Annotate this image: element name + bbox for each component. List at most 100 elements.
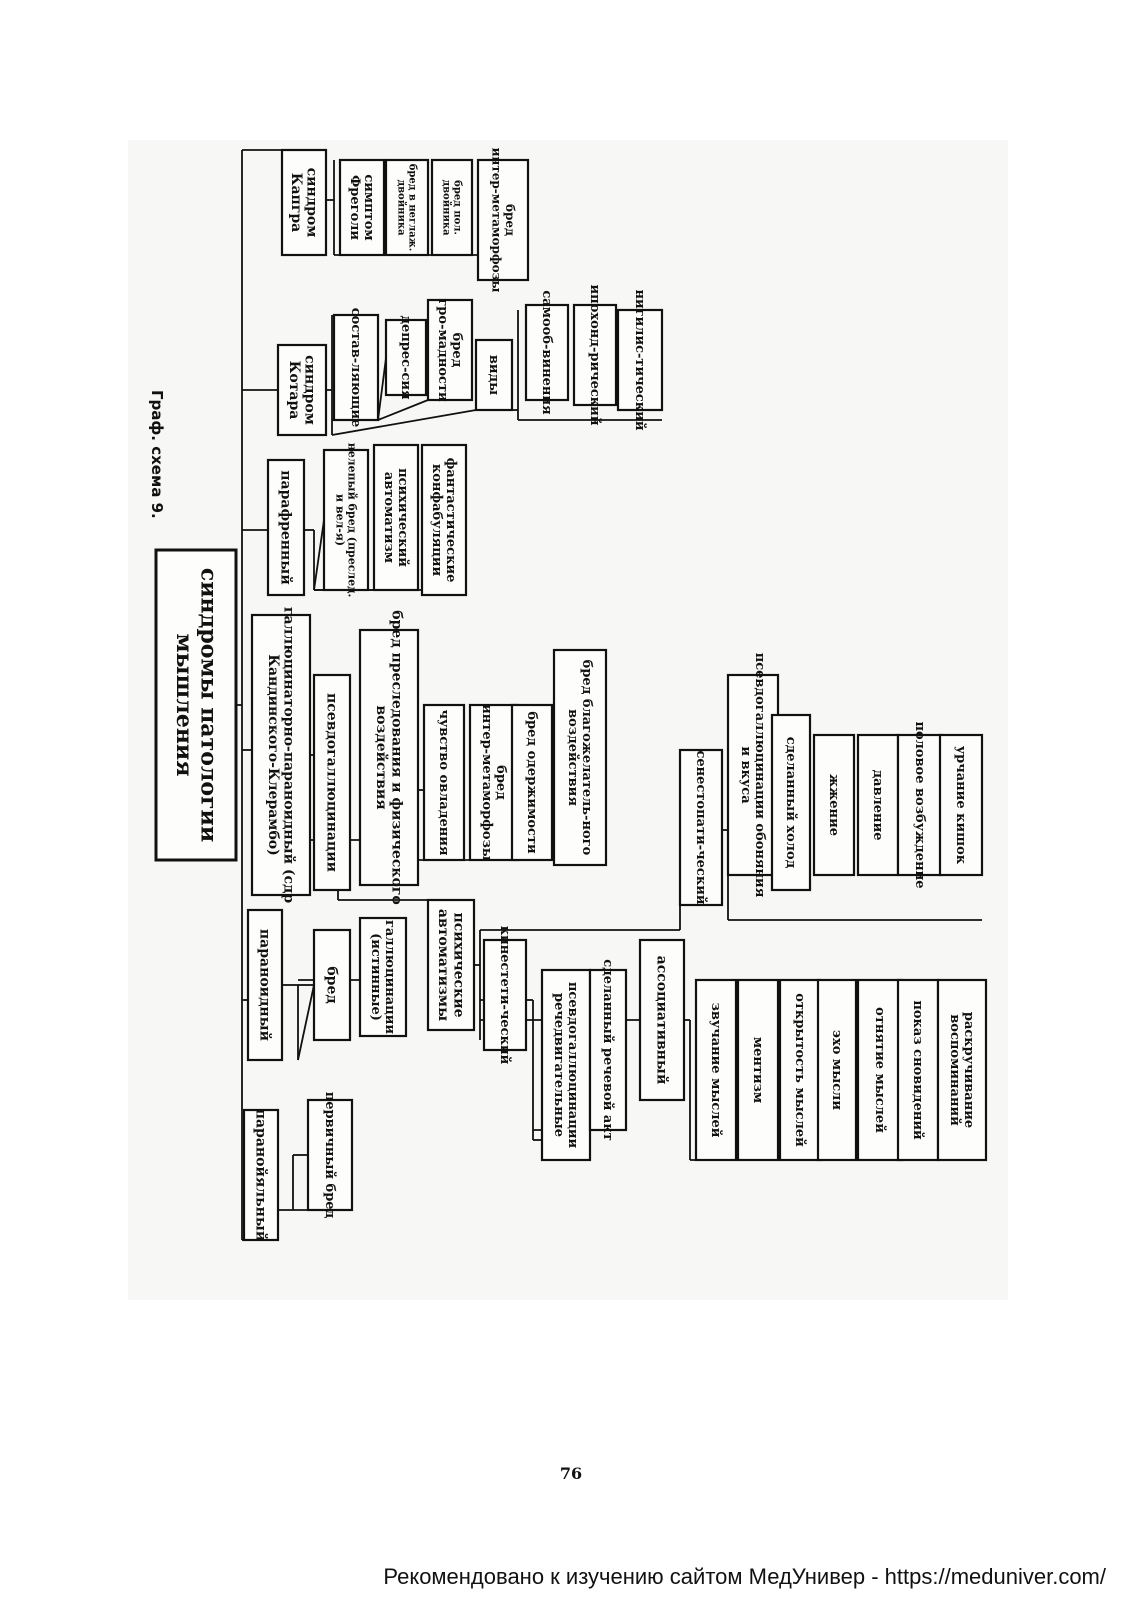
node-box bbox=[474, 338, 514, 412]
node-cap-intermeta: брединтер-метаморфозы bbox=[476, 148, 530, 293]
node-box bbox=[540, 968, 592, 1162]
node-box bbox=[338, 158, 386, 257]
node-label: сделанный холод bbox=[783, 737, 798, 869]
node-label: сделанный речевой акт bbox=[600, 959, 615, 1141]
node-box bbox=[154, 548, 238, 862]
node-box bbox=[938, 733, 984, 877]
node-label: псевдогаллюцинации обонянияи вкуса bbox=[738, 653, 767, 898]
node-root: синдромы патологиимышления bbox=[154, 548, 238, 862]
node-box bbox=[482, 938, 528, 1052]
node-label: ментизм bbox=[750, 1037, 765, 1103]
node-label: псевдогаллюцинации bbox=[324, 693, 340, 872]
node-cap-neg-double: бред в неглаж.двойника bbox=[384, 158, 430, 257]
node-box bbox=[420, 443, 468, 597]
scanned-page: синдромы патологиимышления паранойяльный п… bbox=[128, 140, 1008, 1300]
node-cot-self: самооб-винения bbox=[524, 290, 570, 415]
node-label: кинестети-ческий bbox=[497, 926, 512, 1065]
node-box bbox=[280, 148, 328, 257]
node-box bbox=[426, 298, 474, 402]
node-par-fantastic: фантастическиеконфабуляции bbox=[420, 443, 468, 597]
node-label: синдромы патологиимышления bbox=[171, 568, 221, 842]
node-label: раскручиваниевоспоминаний bbox=[947, 1012, 976, 1128]
node-label: бред пол.двойника bbox=[440, 179, 462, 236]
connector-line bbox=[297, 984, 315, 1061]
node-box bbox=[524, 303, 570, 402]
diagram-title: Граф. схема 9. bbox=[148, 390, 166, 519]
node-label: брединтер-метаморфозы bbox=[479, 704, 508, 861]
connector-line bbox=[313, 519, 325, 591]
connector-line bbox=[331, 409, 477, 436]
connector-line bbox=[377, 399, 429, 421]
node-box bbox=[242, 1108, 280, 1242]
node-label: звучание мыслей bbox=[708, 1003, 723, 1138]
node-box bbox=[856, 733, 900, 877]
node-hpc-possession: бред одержимости bbox=[510, 703, 554, 862]
node-kin-speech: сделанный речевой акт bbox=[588, 959, 628, 1141]
node-label: паранойяльный bbox=[253, 1109, 270, 1242]
node-cap-pos-double: бред пол.двойника bbox=[430, 158, 474, 257]
node-paranoid: параноидный bbox=[246, 908, 284, 1062]
syndrome-tree-diagram: синдромы патологиимышления паранойяльный п… bbox=[148, 148, 988, 1242]
node-box bbox=[726, 673, 780, 877]
node-label: бред одержимости bbox=[524, 711, 539, 854]
node-kin-pseudo: псевдогаллюцинацииречедвигательные bbox=[540, 968, 592, 1162]
node-hpc: галлюцинаторно-параноидный (сдрКандинско… bbox=[250, 607, 312, 903]
node-label: фантастическиеконфабуляции bbox=[429, 458, 458, 583]
node-box bbox=[426, 898, 476, 1032]
node-box bbox=[816, 978, 858, 1162]
footer-recommendation: Рекомендовано к изучению сайтом МедУниве… bbox=[383, 1564, 1106, 1589]
node-box bbox=[266, 458, 306, 597]
node-label: урчание кишок bbox=[953, 746, 968, 865]
node-kinesthetic: кинестети-ческий bbox=[482, 926, 528, 1065]
node-label: первичный бред bbox=[322, 1092, 337, 1219]
node-cot-types: виды bbox=[474, 338, 514, 412]
node-box bbox=[246, 908, 284, 1062]
node-label: психическийавтоматизм bbox=[381, 468, 410, 567]
node-label: парафренный bbox=[278, 470, 295, 584]
node-box bbox=[322, 448, 370, 592]
node-label: виды bbox=[486, 355, 501, 395]
node-box bbox=[358, 628, 420, 887]
connector-line bbox=[377, 357, 387, 421]
diagram-nodes: синдромы патологиимышления паранойяльный п… bbox=[154, 148, 988, 1242]
node-label: нигилис-тический bbox=[632, 290, 647, 431]
node-label: синдромКапгра bbox=[288, 168, 319, 238]
node-box bbox=[332, 313, 380, 422]
node-label: жжение bbox=[826, 774, 841, 836]
node-box bbox=[694, 978, 738, 1162]
node-sen-pressure: давление bbox=[856, 733, 900, 877]
node-box bbox=[276, 343, 328, 437]
node-label: псевдогаллюцинацииречедвигательные bbox=[551, 982, 580, 1149]
node-par-megalo: нелепый бред (преслед.и вел-я) bbox=[322, 443, 370, 597]
node-par-mental: психическийавтоматизм bbox=[372, 443, 420, 592]
node-label: галлюцинации(истинные) bbox=[368, 920, 397, 1034]
node-cap-fregoli: симптомФреголи bbox=[338, 158, 386, 257]
node-label: галлюцинаторно-параноидный (сдрКандинско… bbox=[265, 607, 297, 903]
node-box bbox=[312, 928, 352, 1042]
node-label: сенестопати-ческий bbox=[693, 750, 708, 904]
node-sen-cold: сделанный холод bbox=[770, 713, 812, 892]
node-label: брединтер-метаморфозы bbox=[490, 148, 517, 293]
node-associative: ассоциативный bbox=[638, 938, 686, 1102]
node-box bbox=[638, 938, 686, 1102]
node-box bbox=[250, 613, 312, 897]
node-box bbox=[936, 978, 988, 1162]
node-box bbox=[616, 308, 664, 412]
node-box bbox=[306, 1098, 354, 1212]
node-box bbox=[430, 158, 474, 257]
node-label: самооб-винения bbox=[539, 290, 554, 415]
node-as-openness: открытость мыслей bbox=[778, 978, 822, 1162]
node-sen-intestine: урчание кишок bbox=[938, 733, 984, 877]
node-label: бред благожелатель-ноговоздействия bbox=[565, 660, 594, 856]
node-label: симптомФреголи bbox=[347, 174, 376, 240]
node-hpc-pseudo: псевдогаллюцинации bbox=[312, 673, 352, 892]
node-box bbox=[476, 158, 530, 282]
node-box bbox=[588, 968, 628, 1132]
node-as-taking: отнятие мыслей bbox=[856, 978, 904, 1162]
node-paranoid-halluc: галлюцинации(истинные) bbox=[358, 916, 408, 1038]
node-box bbox=[372, 443, 420, 592]
node-label: эхо мысли bbox=[829, 1030, 844, 1110]
node-label: синдромКотара bbox=[286, 355, 317, 425]
node-box bbox=[358, 916, 408, 1038]
node-as-echo: эхо мысли bbox=[816, 978, 858, 1162]
